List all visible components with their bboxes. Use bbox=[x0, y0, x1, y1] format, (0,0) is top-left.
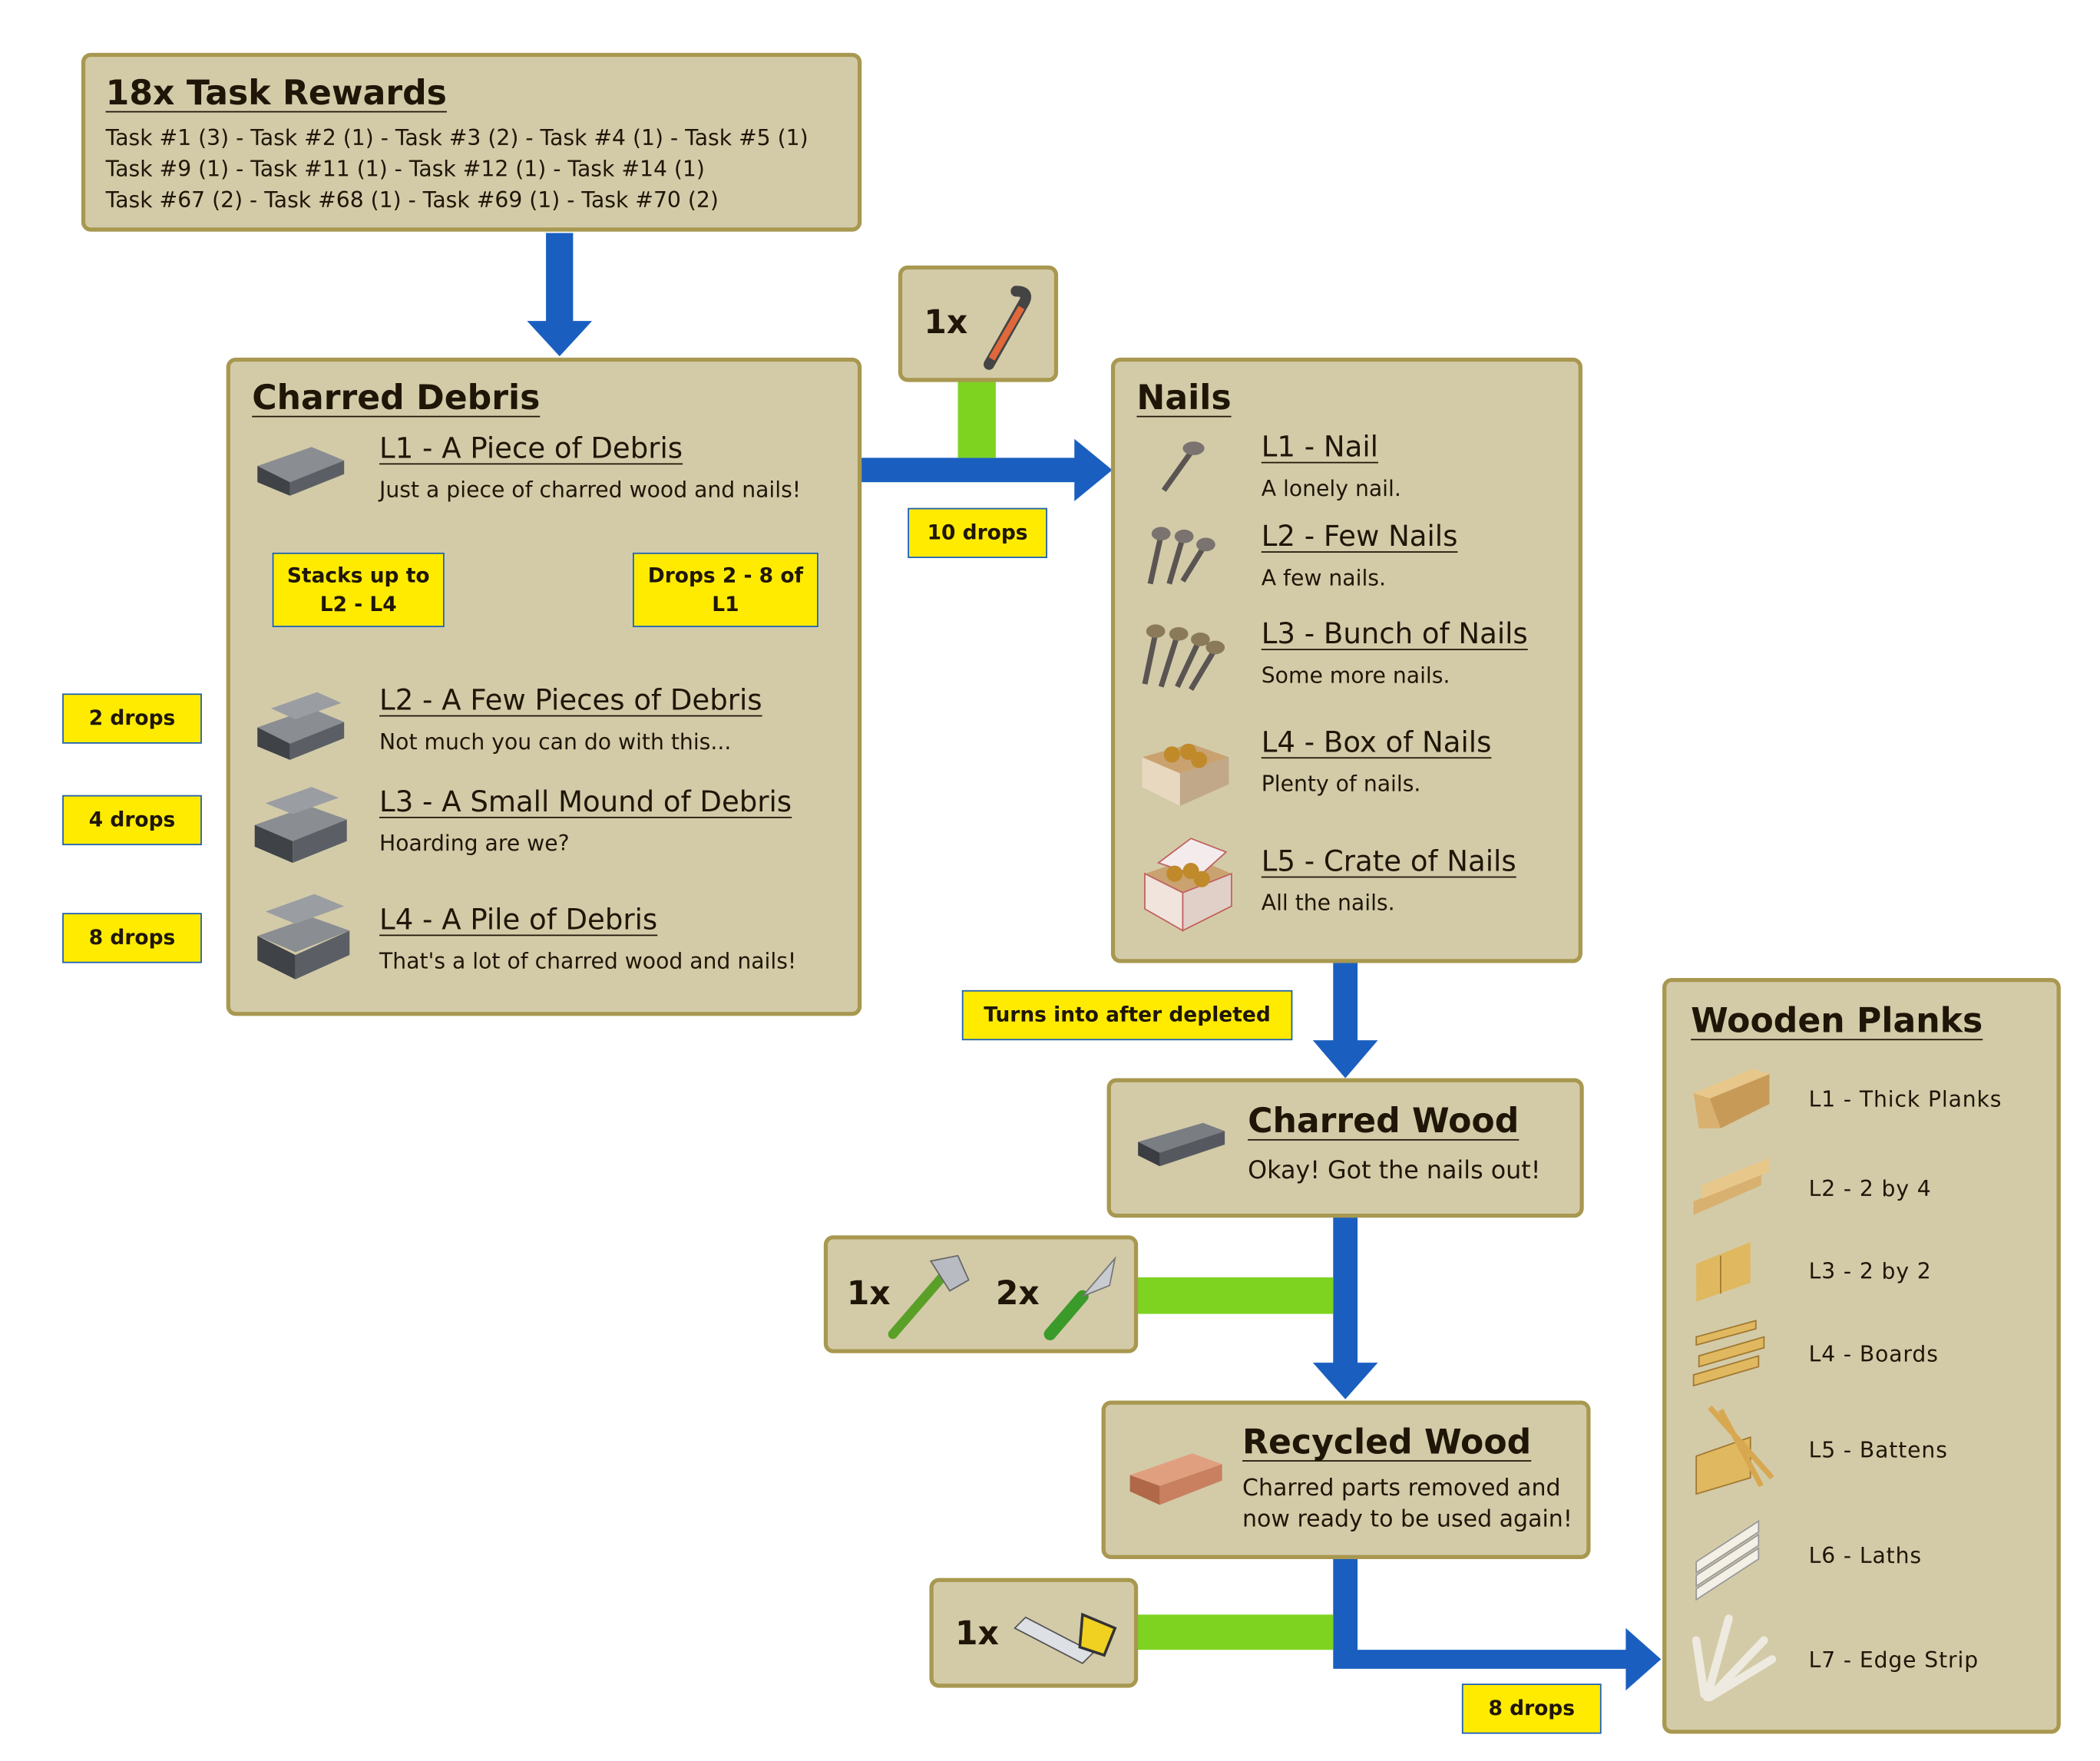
two-by-four-icon bbox=[1693, 1158, 1770, 1215]
nail-l1-icon bbox=[1161, 441, 1205, 492]
task-rewards-title: 18x Task Rewards bbox=[105, 73, 447, 113]
drops-tag-l4: 8 drops bbox=[62, 913, 202, 963]
laths-icon bbox=[1695, 1519, 1760, 1601]
edge-strip-icon bbox=[1692, 1614, 1777, 1702]
two-by-two-icon bbox=[1696, 1242, 1751, 1302]
task-rewards-line: Task #1 (3) - Task #2 (1) - Task #3 (2) … bbox=[105, 124, 809, 150]
nails-item-name: L3 - Bunch of Nails bbox=[1261, 617, 1528, 650]
nail-box-icon bbox=[1142, 743, 1229, 806]
drops-tag-l2: 2 drops bbox=[62, 693, 202, 744]
nails-title: Nails bbox=[1136, 378, 1232, 418]
planks-drops-tag: 8 drops bbox=[1461, 1683, 1602, 1734]
tool-saw-box: 1x bbox=[929, 1578, 1139, 1688]
drops-tag-l3: 4 drops bbox=[62, 795, 202, 846]
saw-icon bbox=[1014, 1612, 1117, 1664]
tool-link-axe-knife bbox=[1136, 1277, 1334, 1314]
tool-link-crowbar bbox=[957, 379, 996, 458]
task-rewards-line: Task #9 (1) - Task #11 (1) - Task #12 (1… bbox=[105, 155, 705, 182]
debris-item-name: L4 - A Pile of Debris bbox=[379, 903, 658, 937]
recycled-wood-desc: Charred parts removed and bbox=[1242, 1475, 1561, 1502]
crowbar-qty: 1x bbox=[924, 303, 968, 342]
tool-axe-knife-box: 1x 2x bbox=[823, 1235, 1139, 1353]
crowbar-icon bbox=[984, 286, 1031, 370]
nails-item-desc: All the nails. bbox=[1261, 890, 1395, 916]
recycled-wood-title: Recycled Wood bbox=[1242, 1422, 1532, 1462]
nails-drops-tag: 10 drops bbox=[908, 507, 1047, 558]
tool-link-saw bbox=[1136, 1614, 1334, 1650]
nails-box: Nails L1 - Nail A lonely nail. L2 - Few … bbox=[1110, 357, 1582, 963]
charred-debris-title: Charred Debris bbox=[252, 378, 541, 418]
nails-item-name: L4 - Box of Nails bbox=[1261, 725, 1492, 759]
nails-item-desc: Some more nails. bbox=[1261, 662, 1450, 689]
plank-item: L7 - Edge Strip bbox=[1808, 1647, 1979, 1673]
wooden-planks-box: Wooden Planks L1 - Thick Planks L2 - 2 b… bbox=[1662, 977, 2061, 1734]
recycled-wood-icon bbox=[1129, 1453, 1222, 1505]
arrow-recycled-to-planks bbox=[1333, 1558, 1662, 1691]
charred-wood-icon bbox=[1138, 1122, 1225, 1167]
knife-icon bbox=[1043, 1256, 1116, 1340]
debris-item-desc: That's a lot of charred wood and nails! bbox=[379, 948, 797, 974]
saw-qty: 1x bbox=[954, 1614, 999, 1653]
plank-item: L4 - Boards bbox=[1808, 1340, 1939, 1367]
plank-item: L3 - 2 by 2 bbox=[1808, 1258, 1932, 1284]
arrow-charred-to-recycled bbox=[1312, 1216, 1378, 1399]
thick-planks-icon bbox=[1693, 1069, 1770, 1128]
axe-icon bbox=[888, 1254, 970, 1340]
debris-item-name: L2 - A Few Pieces of Debris bbox=[379, 684, 762, 717]
arrow-nails-to-charred-wood bbox=[1312, 961, 1378, 1079]
nails-item-desc: A lonely nail. bbox=[1261, 475, 1401, 501]
nail-l2-icon bbox=[1147, 527, 1215, 585]
wooden-planks-title: Wooden Planks bbox=[1691, 1000, 1983, 1041]
tool-crowbar-box: 1x bbox=[898, 265, 1059, 382]
charred-wood-title: Charred Wood bbox=[1248, 1101, 1520, 1141]
recycled-wood-box: Recycled Wood Charred parts removed and … bbox=[1101, 1400, 1591, 1559]
nails-item-name: L5 - Crate of Nails bbox=[1261, 845, 1516, 878]
turns-into-tag: Turns into after depleted bbox=[961, 990, 1293, 1041]
nails-item-name: L2 - Few Nails bbox=[1261, 520, 1458, 553]
debris-item-desc: Not much you can do with this... bbox=[379, 729, 732, 755]
nail-crate-icon bbox=[1144, 838, 1232, 932]
nails-item-desc: A few nails. bbox=[1261, 564, 1386, 591]
plank-item: L1 - Thick Planks bbox=[1808, 1086, 2002, 1112]
recycled-wood-desc: now ready to be used again! bbox=[1242, 1506, 1573, 1534]
debris-l2-icon bbox=[257, 692, 345, 760]
battens-icon bbox=[1695, 1405, 1774, 1495]
debris-l3-icon bbox=[254, 787, 347, 863]
boards-icon bbox=[1692, 1320, 1765, 1387]
arrow-debris-to-nails bbox=[860, 438, 1113, 501]
plank-item: L6 - Laths bbox=[1808, 1542, 1922, 1569]
charred-wood-desc: Okay! Got the nails out! bbox=[1248, 1156, 1541, 1185]
debris-item-desc: Just a piece of charred wood and nails! bbox=[379, 477, 802, 503]
axe-qty: 1x bbox=[846, 1274, 891, 1313]
nail-l3-icon bbox=[1142, 624, 1225, 691]
arrow-rewards-to-debris bbox=[527, 233, 593, 357]
debris-item-name: L1 - A Piece of Debris bbox=[379, 431, 683, 465]
nails-item-name: L1 - Nail bbox=[1261, 431, 1378, 464]
charred-wood-box: Charred Wood Okay! Got the nails out! bbox=[1106, 1078, 1584, 1218]
charred-debris-box: Charred Debris L1 - A Piece of Debris Ju… bbox=[226, 357, 862, 1016]
task-rewards-line: Task #67 (2) - Task #68 (1) - Task #69 (… bbox=[105, 187, 719, 213]
debris-item-name: L3 - A Small Mound of Debris bbox=[379, 785, 792, 818]
plank-item: L2 - 2 by 4 bbox=[1808, 1175, 1932, 1202]
stacks-label: Stacks up to L2 - L4 bbox=[272, 552, 445, 627]
knife-qty: 2x bbox=[995, 1274, 1040, 1313]
drops-label: Drops 2 - 8 of L1 bbox=[633, 552, 819, 627]
debris-l1-icon bbox=[257, 447, 345, 496]
nails-item-desc: Plenty of nails. bbox=[1261, 771, 1421, 797]
debris-l4-icon bbox=[257, 894, 350, 980]
debris-item-desc: Hoarding are we? bbox=[379, 830, 570, 857]
plank-item: L5 - Battens bbox=[1808, 1437, 1948, 1463]
task-rewards-box: 18x Task Rewards Task #1 (3) - Task #2 (… bbox=[81, 52, 862, 232]
